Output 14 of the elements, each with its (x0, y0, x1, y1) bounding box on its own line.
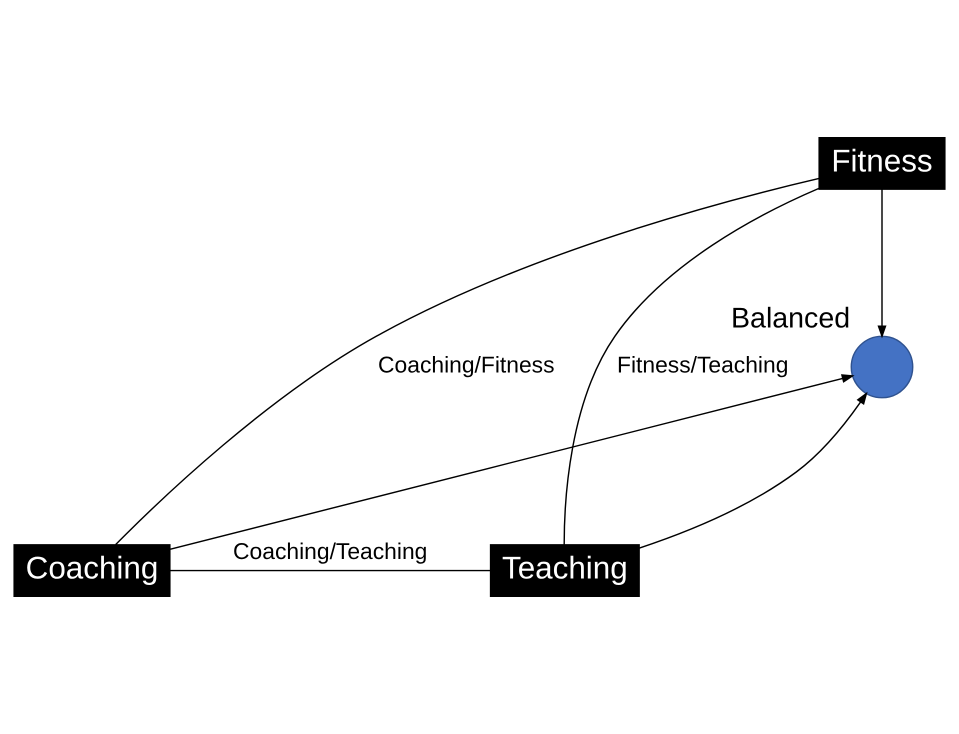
connector (170, 570, 491, 572)
node-box: Teaching (490, 544, 640, 597)
edge-label: Fitness/Teaching (617, 351, 788, 378)
edge-label: Coaching/Teaching (233, 538, 428, 564)
edge-label: Coaching/Fitness (378, 351, 555, 378)
arrow (639, 392, 868, 549)
connector (563, 188, 819, 545)
node-box: Fitness (818, 137, 946, 190)
connector (115, 178, 820, 546)
node-label: Balanced (731, 302, 850, 335)
node-box: Coaching (13, 544, 171, 597)
node-circle (850, 336, 914, 398)
arrow (878, 189, 886, 338)
arrow (170, 374, 855, 550)
